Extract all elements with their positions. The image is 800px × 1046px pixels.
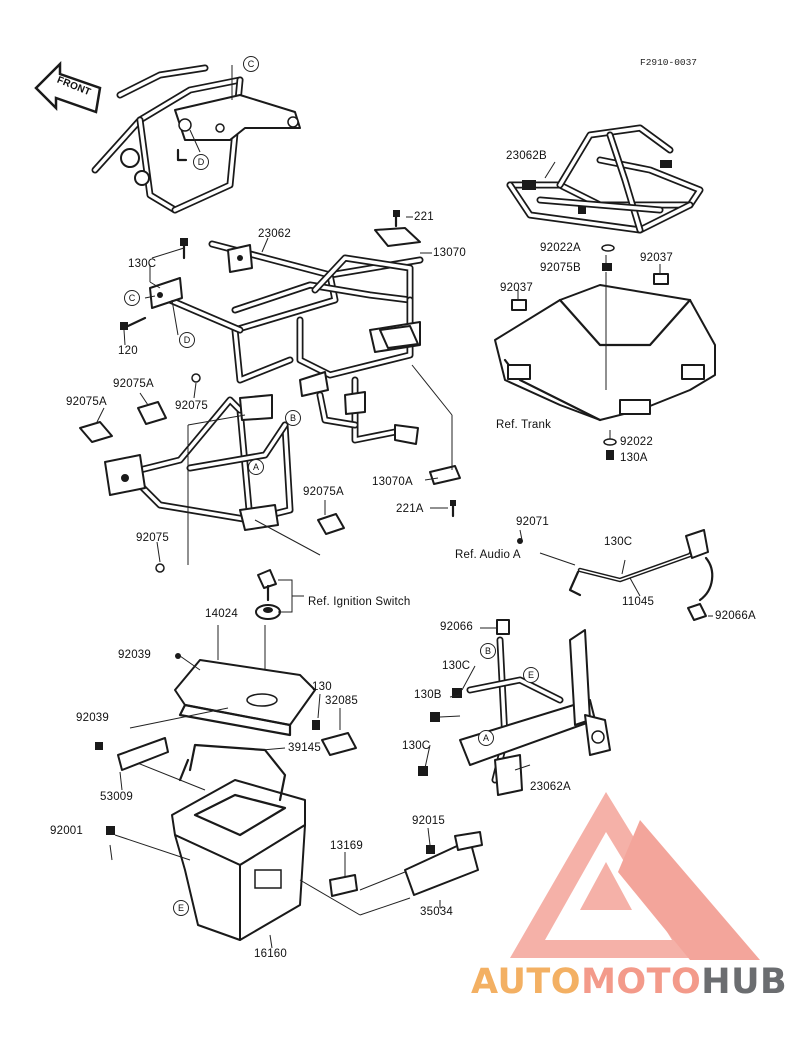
part-label: 130C xyxy=(442,660,471,672)
part-label: 35034 xyxy=(420,906,453,918)
watermark-logo xyxy=(510,792,760,960)
part-label: 92066 xyxy=(440,621,473,633)
bolts xyxy=(120,210,456,573)
marker-a: A xyxy=(248,459,264,475)
box-16160 xyxy=(106,707,306,949)
part-label: 16160 xyxy=(254,948,287,960)
marker-c: C xyxy=(243,56,259,72)
part-label: 92075 xyxy=(136,532,169,544)
rubber-pads xyxy=(79,227,461,535)
part-label: 221A xyxy=(396,503,424,515)
part-label: 92075A xyxy=(113,378,154,390)
rack-23062 xyxy=(104,240,424,531)
part-label: 92075B xyxy=(540,262,581,274)
part-label: 130A xyxy=(620,452,648,464)
part-label: 130C xyxy=(402,740,431,752)
part-label: 92039 xyxy=(118,649,151,661)
bracket-23062A xyxy=(418,619,611,796)
small-parts xyxy=(95,693,483,916)
part-label: 92037 xyxy=(640,252,673,264)
part-label: 130C xyxy=(128,258,157,270)
part-label: 120 xyxy=(118,345,138,357)
part-label: 92001 xyxy=(50,825,83,837)
part-label: 130B xyxy=(414,689,442,701)
diagram-code: F2910-0037 xyxy=(640,57,698,68)
part-label: 11045 xyxy=(622,596,655,608)
part-label: 23062B xyxy=(506,150,547,162)
bracket-11045 xyxy=(517,529,714,621)
marker-a: A xyxy=(478,730,494,746)
leader-lines xyxy=(95,216,453,565)
part-label: 39145 xyxy=(288,742,321,754)
watermark-hub: HUB xyxy=(701,962,788,1002)
part-label: 92075A xyxy=(303,486,344,498)
part-label: 13169 xyxy=(330,840,363,852)
part-label: Ref. Audio A xyxy=(455,549,521,561)
marker-b: B xyxy=(480,643,496,659)
ignition-key xyxy=(255,569,304,700)
part-label: 92022 xyxy=(620,436,653,448)
part-label: 92075A xyxy=(66,396,107,408)
part-label: 92022A xyxy=(540,242,581,254)
part-label: 53009 xyxy=(100,791,133,803)
part-label: 92015 xyxy=(412,815,445,827)
marker-d: D xyxy=(193,154,209,170)
front-arrow xyxy=(34,60,102,114)
watermark-auto: AUTO xyxy=(471,962,582,1002)
part-label: 23062A xyxy=(530,781,571,793)
part-label: 32085 xyxy=(325,695,358,707)
watermark-moto: MOTO xyxy=(581,962,702,1002)
part-label: Ref. Ignition Switch xyxy=(308,596,411,608)
part-label: 92075 xyxy=(175,400,208,412)
part-label: 92039 xyxy=(76,712,109,724)
part-label: 13070 xyxy=(433,247,466,259)
lid-14024 xyxy=(174,625,316,737)
part-label: 13070A xyxy=(372,476,413,488)
marker-e: E xyxy=(173,900,189,916)
part-label: 130 xyxy=(312,681,332,693)
marker-d: D xyxy=(179,332,195,348)
part-label: 92066A xyxy=(715,610,756,622)
part-label: 92037 xyxy=(500,282,533,294)
part-label: 92071 xyxy=(516,516,549,528)
part-label: Ref. Trank xyxy=(496,419,552,431)
carrier-23062B xyxy=(506,124,704,234)
marker-c: C xyxy=(124,290,140,306)
part-label: 221 xyxy=(414,211,434,223)
trunk xyxy=(494,244,716,460)
watermark-text: AUTOMOTOHUB xyxy=(471,962,787,1002)
part-label: 23062 xyxy=(258,228,291,240)
marker-b: B xyxy=(285,410,301,426)
part-label: 14024 xyxy=(205,608,238,620)
frame-fragment xyxy=(91,64,301,214)
marker-e: E xyxy=(523,667,539,683)
part-label: 130C xyxy=(604,536,633,548)
